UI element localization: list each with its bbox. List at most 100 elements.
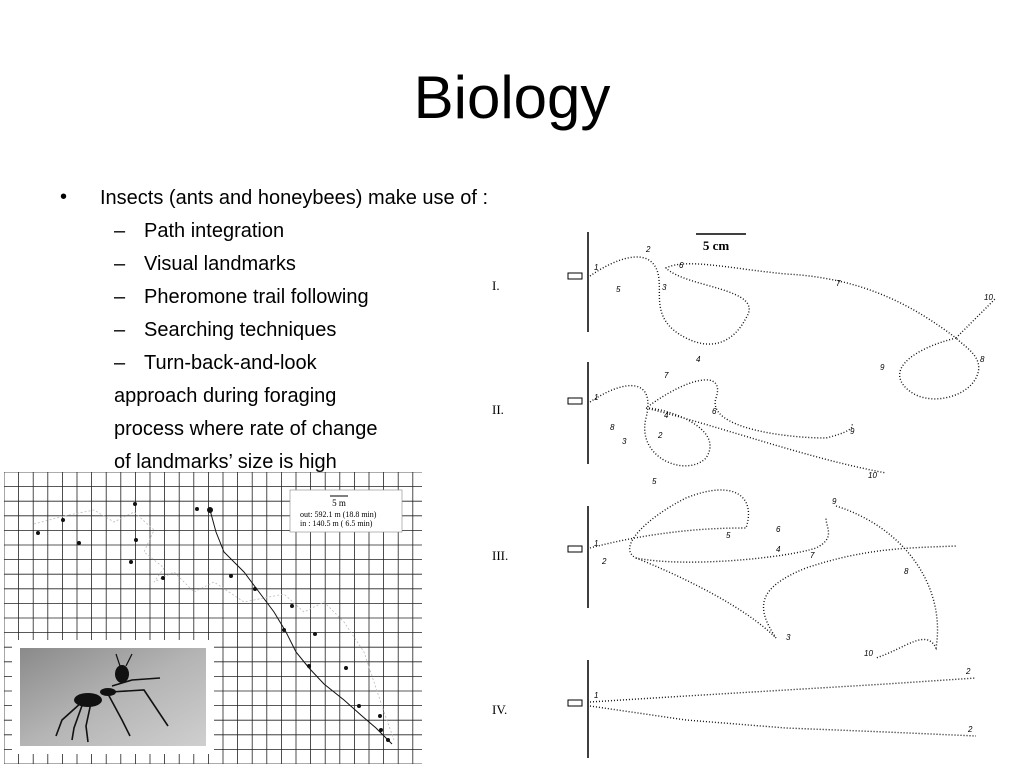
trajectory-number: 2 xyxy=(967,725,973,734)
landmark-dot xyxy=(195,507,199,511)
trajectory-number: 5 xyxy=(652,477,657,486)
trajectory-path xyxy=(589,256,997,400)
trajectory-number: 1 xyxy=(594,691,598,700)
trajectory-number: 3 xyxy=(786,633,791,642)
landmark-dot xyxy=(161,576,165,580)
continuation-line: of landmarks’ size is high xyxy=(114,451,337,473)
slide-title: Biology xyxy=(413,64,611,131)
sub-item-turn-back: –Turn-back-and-look xyxy=(114,352,317,374)
trajectory-number: 1 xyxy=(594,393,598,402)
sub-item-label: Turn-back-and-look xyxy=(144,352,317,374)
sub-item-pheromone: –Pheromone trail following xyxy=(114,286,369,308)
trajectory-number: 9 xyxy=(880,363,885,372)
landmark-dot xyxy=(134,538,138,542)
sub-item-label: Path integration xyxy=(144,220,285,242)
panel-3: III. 1 2 3 4 5 6 7 8 9 10 xyxy=(492,489,957,659)
bullet-text: Insects (ants and honeybees) make use of… xyxy=(100,187,488,209)
trajectory-number: 10 xyxy=(984,293,993,302)
trajectory-number: 6 xyxy=(776,525,781,534)
ant-head xyxy=(115,665,129,683)
landmark-dot xyxy=(129,560,133,564)
landmark-dot xyxy=(344,666,348,670)
foraging-grid-figure: 5 m out: 592.1 m (18.8 min) in : 140.5 m… xyxy=(4,472,422,764)
panel-1: I. 1 2 3 4 5 6 7 8 9 10 xyxy=(492,232,997,400)
trajectory-number: 7 xyxy=(664,371,669,380)
landmark-dot xyxy=(290,604,294,608)
sub-item-label: Visual landmarks xyxy=(144,253,296,275)
trajectory-number: 5 xyxy=(726,531,731,540)
scale-label: 5 cm xyxy=(703,238,730,253)
trajectory-number: 8 xyxy=(980,355,985,364)
landmark-dot xyxy=(77,541,81,545)
legend-box xyxy=(289,489,403,533)
trajectory-number: 8 xyxy=(610,423,615,432)
landmark-dot xyxy=(253,587,257,591)
sub-item-visual-landmarks: –Visual landmarks xyxy=(114,253,296,275)
photo-background xyxy=(20,648,206,746)
trajectory-number: 2 xyxy=(645,245,651,254)
nest-marker xyxy=(567,272,583,280)
landmark-dot xyxy=(313,632,317,636)
trajectory-path xyxy=(589,489,957,659)
trajectory-path xyxy=(589,677,977,737)
landmark-dots xyxy=(36,502,390,742)
continuation-line: process where rate of change xyxy=(114,418,378,440)
trajectory-number: 5 xyxy=(616,285,621,294)
ant-gaster xyxy=(74,693,102,707)
landmark-dot xyxy=(307,664,311,668)
landmark-dot xyxy=(229,574,233,578)
trajectory-number: 2 xyxy=(657,431,663,440)
landmark-dot xyxy=(379,728,383,732)
in-label: in : 140.5 m ( 6.5 min) xyxy=(300,519,373,528)
trajectory-number: 9 xyxy=(832,497,837,506)
trajectory-number: 10 xyxy=(864,649,873,658)
trajectory-number: 2 xyxy=(601,557,607,566)
panel-2: II. 1 2 3 4 5 6 7 8 9 10 xyxy=(492,362,887,486)
panel-label: II. xyxy=(492,402,504,417)
trajectory-number: 2 xyxy=(965,667,971,676)
nest-marker xyxy=(567,545,583,553)
sub-item-path-integration: –Path integration xyxy=(114,220,285,242)
homing-path xyxy=(209,509,393,745)
trajectory-number: 6 xyxy=(679,261,684,270)
panel-4: IV. 1 2 2 xyxy=(492,660,977,758)
trajectory-number: 4 xyxy=(776,545,781,554)
landmark-dot xyxy=(61,518,65,522)
trajectory-number: 7 xyxy=(836,279,841,288)
trajectory-number: 8 xyxy=(904,567,909,576)
panel-label: III. xyxy=(492,548,508,563)
sub-item-label: Searching techniques xyxy=(144,319,337,341)
trajectory-figure: 5 cm I. 1 2 3 4 5 6 7 8 9 10 II. 1 2 3 4… xyxy=(492,232,997,758)
out-label: out: 592.1 m (18.8 min) xyxy=(300,510,377,519)
landmark-dot xyxy=(386,738,390,742)
ant-photo xyxy=(12,640,214,754)
trajectory-number: 3 xyxy=(662,283,667,292)
trajectory-path xyxy=(589,379,887,474)
panel-label: IV. xyxy=(492,702,507,717)
trajectory-number: 1 xyxy=(594,539,598,548)
outbound-path xyxy=(33,509,395,741)
nest-marker xyxy=(567,397,583,405)
landmark-dot xyxy=(282,628,286,632)
scale-label: 5 m xyxy=(332,498,346,508)
landmark-dot xyxy=(133,502,137,506)
landmark-dot xyxy=(357,704,361,708)
trajectory-number: 7 xyxy=(810,551,815,560)
nest-dot xyxy=(207,507,213,513)
trajectory-number: 10 xyxy=(868,471,877,480)
trajectory-number: 4 xyxy=(664,411,669,420)
trajectory-number: 1 xyxy=(594,263,598,272)
trajectory-number: 4 xyxy=(696,355,701,364)
ant-legs xyxy=(55,677,169,743)
trajectory-number: 3 xyxy=(622,437,627,446)
sub-item-searching: –Searching techniques xyxy=(114,319,337,341)
trajectory-number: 6 xyxy=(712,407,717,416)
continuation-line: approach during foraging xyxy=(114,385,337,407)
ant-antennae xyxy=(115,653,133,667)
sub-item-label: Pheromone trail following xyxy=(144,286,369,308)
landmark-dot xyxy=(36,531,40,535)
landmark-dot xyxy=(378,714,382,718)
nest-marker xyxy=(567,699,583,707)
bullet-dot: • xyxy=(60,186,68,208)
bullet-list: • Insects (ants and honeybees) make use … xyxy=(0,0,560,480)
